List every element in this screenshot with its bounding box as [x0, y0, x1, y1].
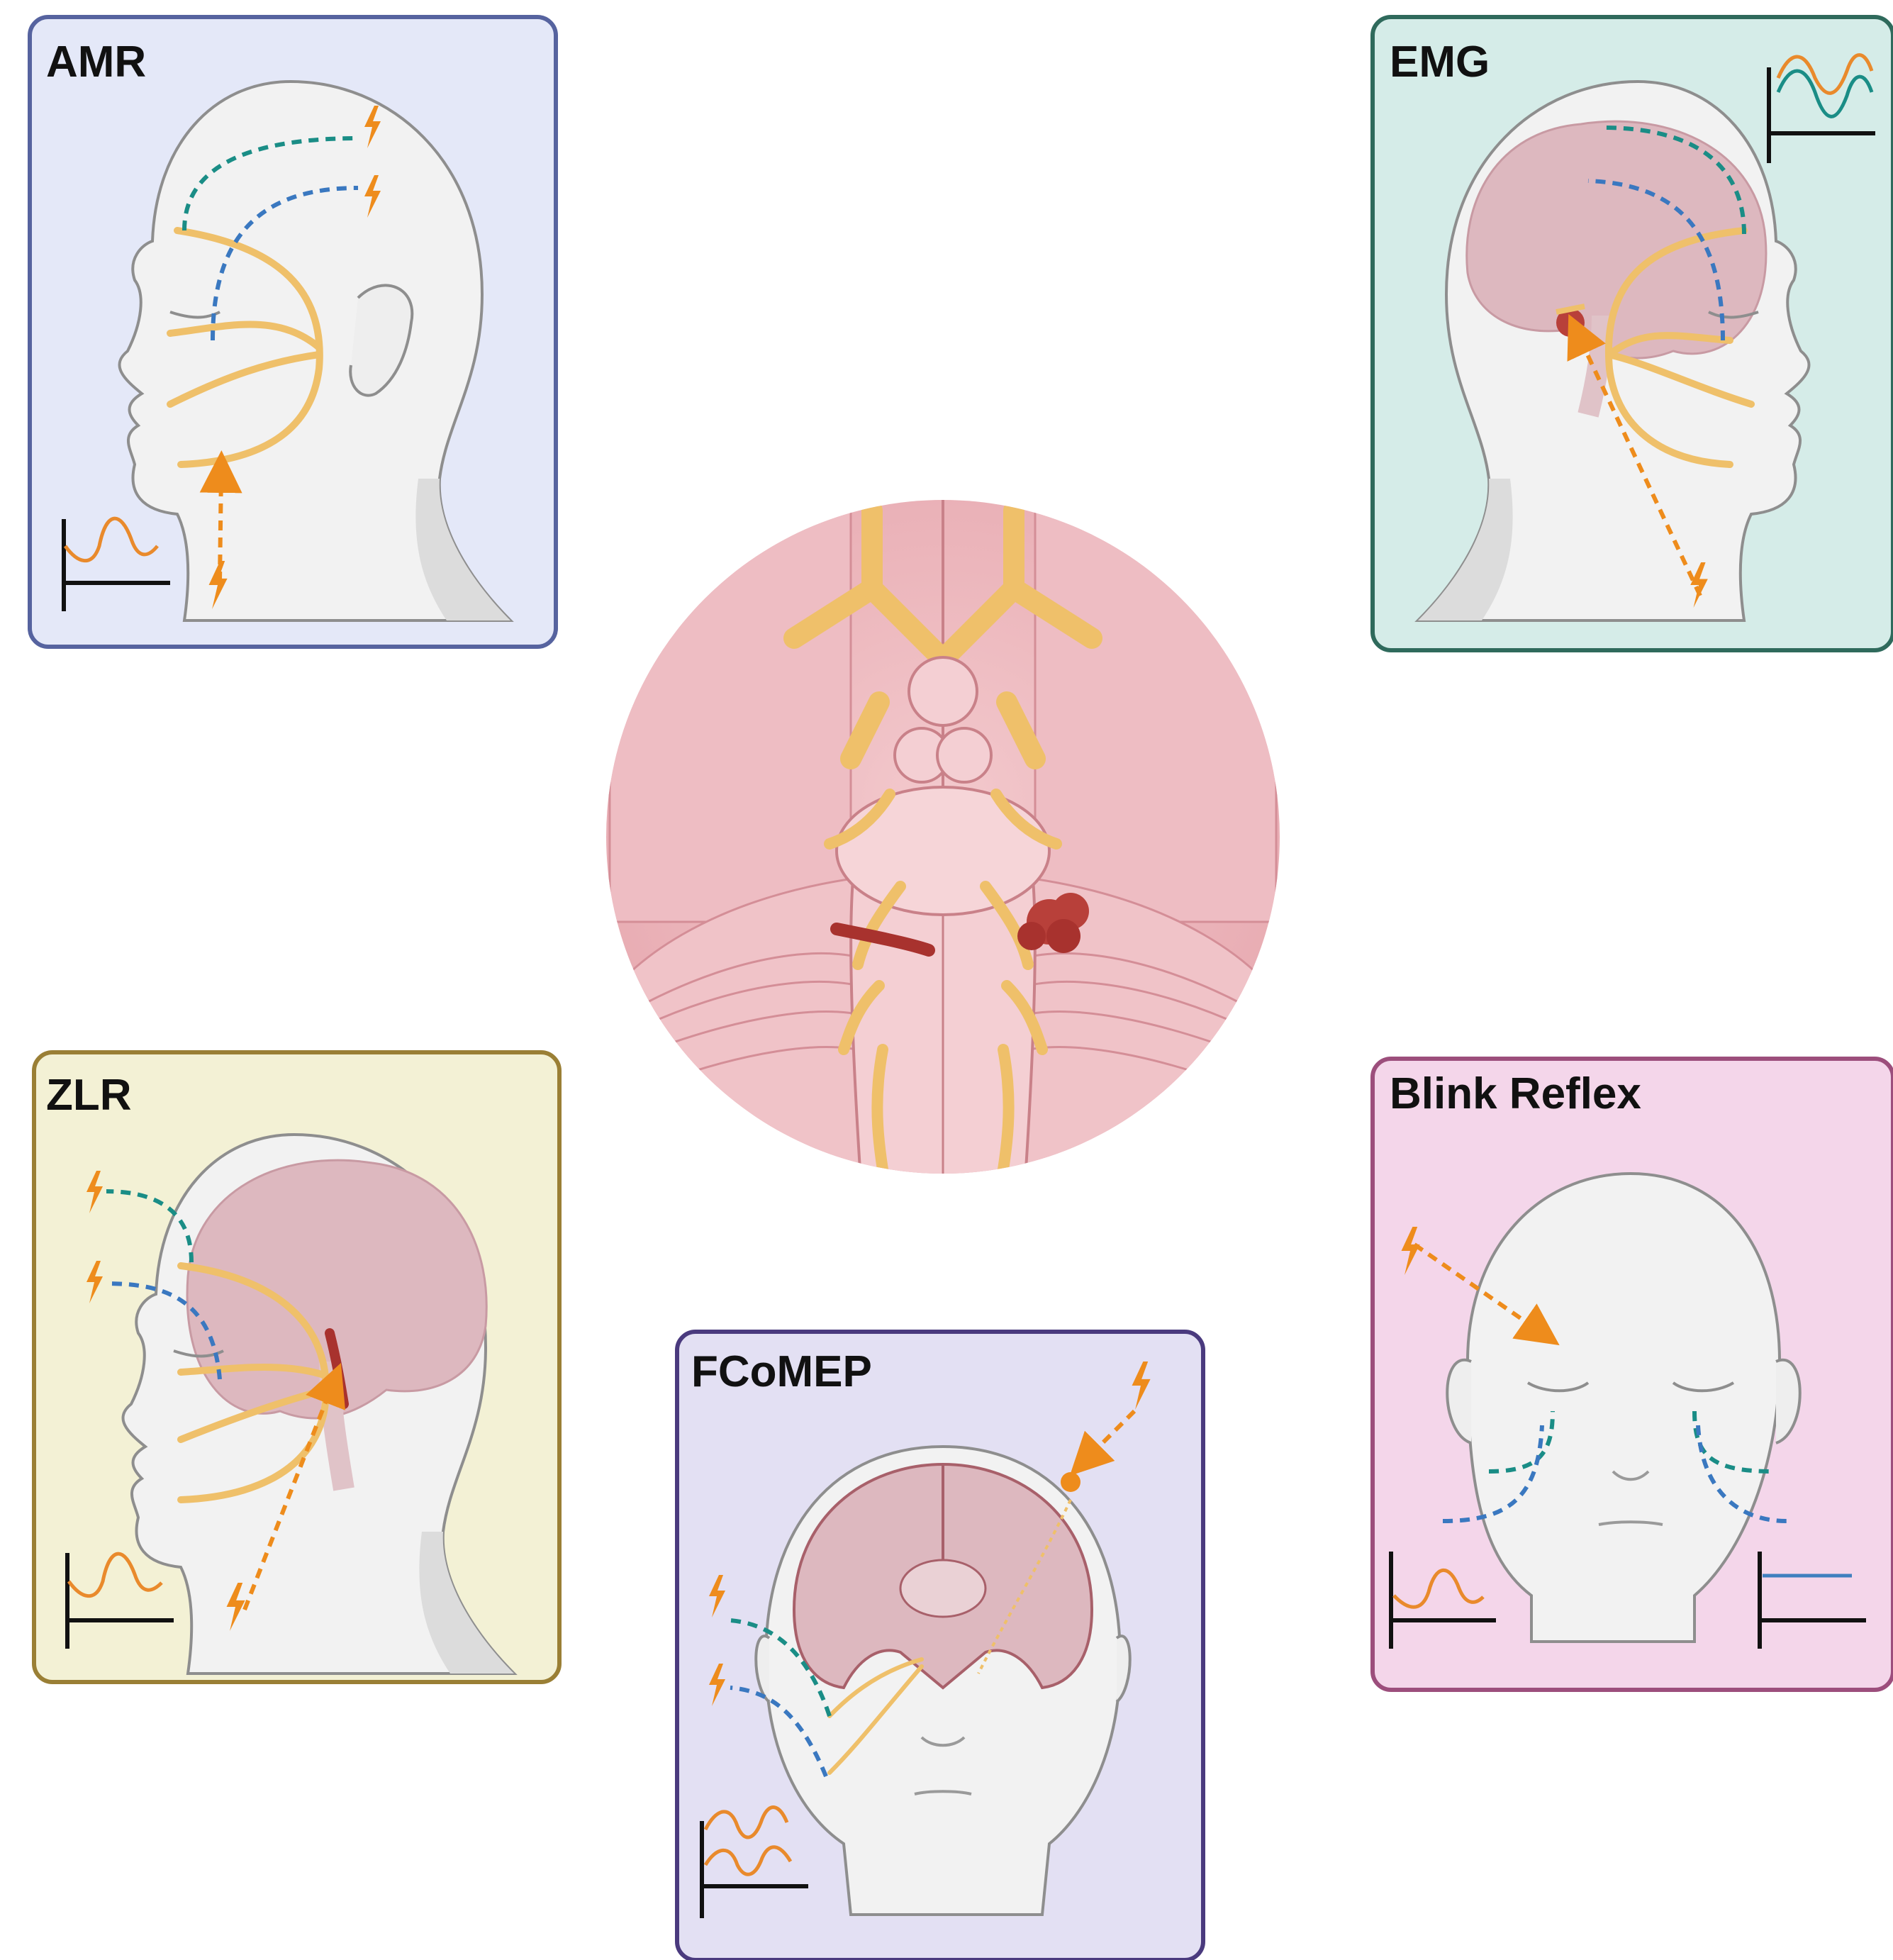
panel-emg: EMG: [1373, 17, 1893, 650]
recording-electrode-icon: [1061, 1472, 1080, 1492]
panel-blink-reflex-title: Blink Reflex: [1390, 1069, 1641, 1118]
panel-emg-title: EMG: [1390, 38, 1490, 87]
panel-zlr-title: ZLR: [46, 1071, 132, 1120]
center-brainstem-illustration: [574, 496, 1312, 1298]
panel-zlr: ZLR: [34, 1052, 559, 1682]
panel-amr-title: AMR: [46, 38, 146, 87]
panel-fcomep-title: FCoMEP: [691, 1347, 872, 1396]
panel-blink-reflex: Blink Reflex: [1373, 1059, 1893, 1690]
panel-fcomep: FCoMEP: [677, 1332, 1203, 1960]
panel-amr: AMR: [30, 17, 556, 647]
